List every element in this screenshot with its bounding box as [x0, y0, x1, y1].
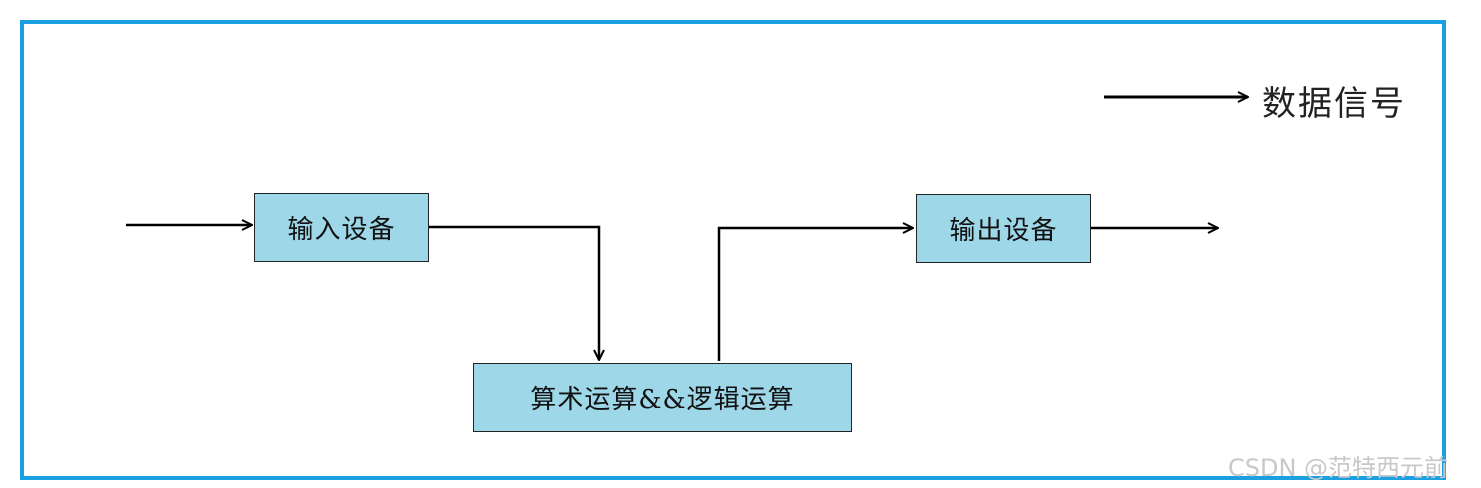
input-to-alu-arrow [429, 225, 599, 360]
output-device-node: 输出设备 [916, 194, 1091, 263]
alu-node: 算术运算&&逻辑运算 [473, 363, 852, 432]
watermark: CSDN @范特西元前 [1228, 454, 1449, 482]
legend-label: 数据信号 [1262, 84, 1406, 124]
diagram-frame [20, 20, 1446, 480]
alu-label: 算术运算&&逻辑运算 [530, 385, 795, 415]
input-device-label: 输入设备 [287, 215, 396, 245]
input-device-node: 输入设备 [254, 193, 429, 262]
alu-to-output-arrow [717, 228, 913, 361]
output-device-label: 输出设备 [949, 216, 1058, 246]
